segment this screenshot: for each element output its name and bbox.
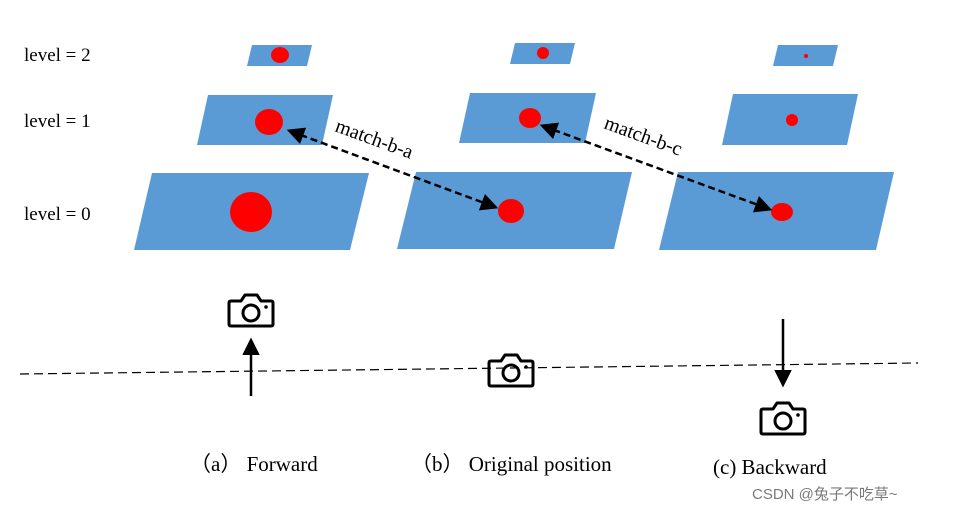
watermark: CSDN @兔子不吃草~ — [752, 486, 898, 503]
dot-b-level-2 — [537, 47, 549, 59]
level-2-label: level = 2 — [24, 45, 91, 66]
dot-b-level-1 — [519, 108, 541, 128]
level-1-label: level = 1 — [24, 111, 91, 132]
level-0-label: level = 0 — [24, 204, 91, 225]
match-b-c-label: match-b-c — [601, 112, 685, 160]
camera-icon-backward — [759, 401, 807, 436]
dot-a-level-0 — [230, 192, 272, 232]
ground-line — [19, 362, 919, 375]
dot-c-level-1 — [786, 114, 798, 126]
camera-icon-original — [487, 353, 535, 388]
pyramid-backward — [659, 45, 894, 250]
match-b-a-arrow — [286, 127, 499, 211]
caption-backward: (c) Backward — [713, 455, 827, 479]
camera-icon-forward — [227, 293, 275, 328]
dot-a-level-1 — [255, 109, 283, 135]
match-b-c-arrow — [539, 122, 773, 213]
dot-c-level-0 — [771, 203, 793, 221]
dot-b-level-0 — [498, 199, 524, 223]
dot-c-level-2 — [804, 54, 808, 58]
caption-forward: （a） Forward — [190, 452, 318, 476]
match-b-a-label: match-b-a — [332, 115, 416, 163]
caption-original: （b） Original position — [411, 452, 612, 476]
dot-a-level-2 — [271, 47, 289, 63]
